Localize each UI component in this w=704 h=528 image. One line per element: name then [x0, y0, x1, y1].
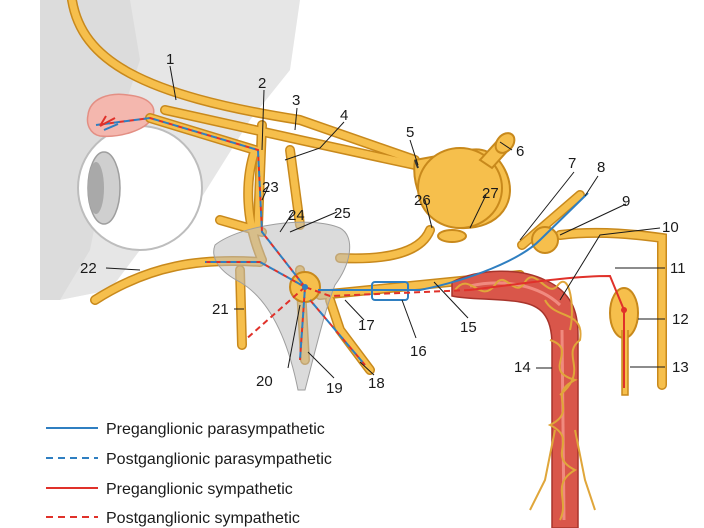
legend-label-pre-para: Preganglionic parasympathetic	[106, 421, 325, 438]
label-4: 4	[340, 107, 348, 124]
label-16: 16	[410, 343, 427, 360]
label-13: 13	[672, 359, 689, 376]
legend-label-post-symp: Postganglionic sympathetic	[106, 510, 300, 527]
internal-carotid-artery	[452, 271, 578, 528]
label-25: 25	[334, 205, 351, 222]
label-1: 1	[166, 51, 174, 68]
label-24: 24	[288, 207, 305, 224]
label-9: 9	[622, 193, 630, 210]
label-19: 19	[326, 380, 343, 397]
label-18: 18	[368, 375, 385, 392]
legend-label-post-para: Postganglionic parasympathetic	[106, 451, 332, 468]
label-27: 27	[482, 185, 499, 202]
label-11: 11	[670, 260, 686, 277]
eye	[78, 126, 202, 250]
label-20: 20	[256, 373, 273, 390]
label-5: 5	[406, 124, 414, 141]
geniculate-ganglion	[532, 227, 558, 253]
label-12: 12	[672, 311, 689, 328]
label-23: 23	[262, 179, 279, 196]
label-14: 14	[514, 359, 531, 376]
legend: Preganglionic parasympathetic Postgangli…	[46, 421, 332, 527]
label-3: 3	[292, 92, 300, 109]
label-6: 6	[516, 143, 524, 160]
label-10: 10	[662, 219, 679, 236]
label-8: 8	[597, 159, 605, 176]
label-2: 2	[258, 75, 266, 92]
legend-label-pre-symp: Preganglionic sympathetic	[106, 481, 293, 498]
label-22: 22	[80, 260, 97, 277]
label-15: 15	[460, 319, 477, 336]
label-26: 26	[414, 192, 431, 209]
label-21: 21	[212, 301, 229, 318]
label-17: 17	[358, 317, 375, 334]
label-7: 7	[568, 155, 576, 172]
